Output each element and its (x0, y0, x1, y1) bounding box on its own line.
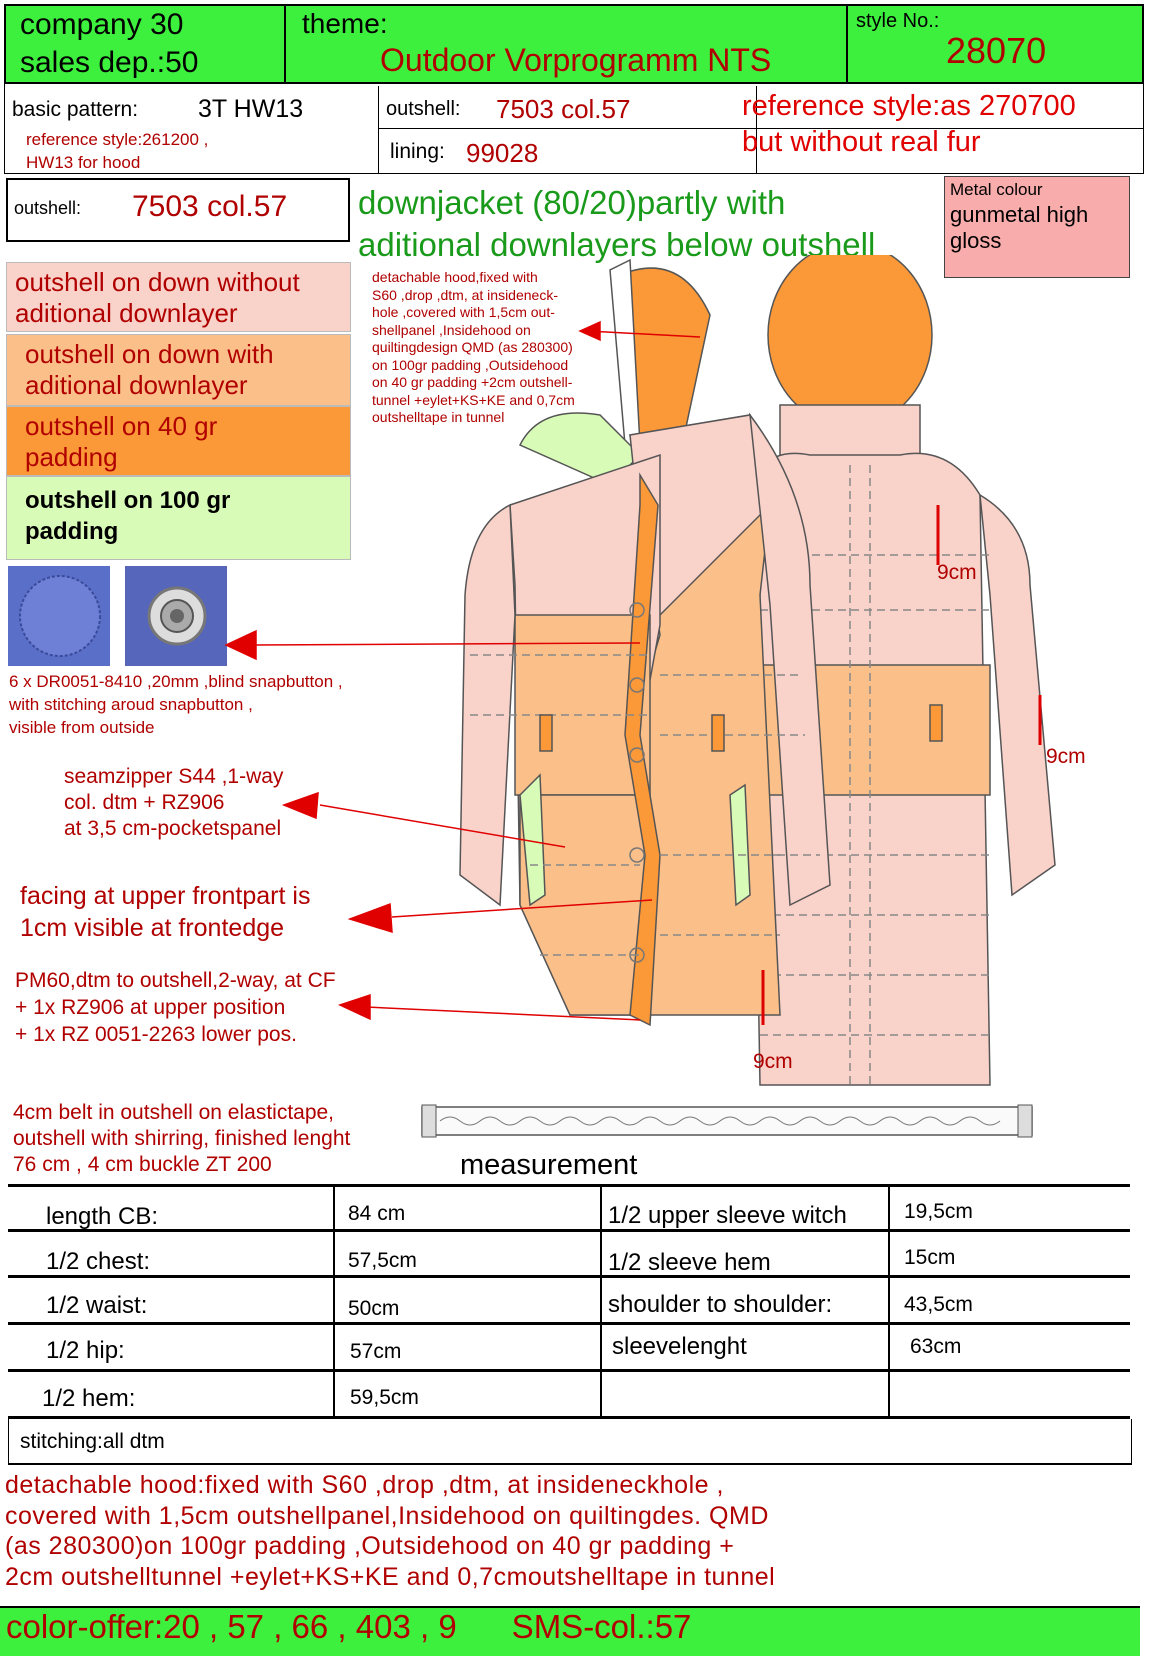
hood-note: detachable hood,fixed with S60 ,drop ,dt… (372, 269, 575, 425)
measure-label-chest: 1/2 chest: (46, 1248, 151, 1275)
outshell-box-value: 7503 col.57 (132, 190, 288, 223)
measure-label-sleevelength: sleevelenght (612, 1333, 747, 1360)
header-company-cell (4, 4, 286, 84)
info-row-border (4, 84, 1144, 174)
legend-item-1: outshell on down without aditional downl… (6, 262, 351, 332)
legend-item-1-line-2: aditional downlayer (15, 298, 238, 328)
measure-label-hem: 1/2 hem: (42, 1385, 136, 1412)
stitching-row (8, 1419, 1132, 1465)
dimension-front-hem: 9cm (753, 1050, 793, 1073)
color-offer-text: color-offer:20 , 57 , 66 , 403 , 9 SMS-c… (6, 1608, 692, 1645)
measure-value-sleevelength: 63cm (910, 1335, 962, 1358)
basic-pattern-value: 3T HW13 (198, 95, 304, 123)
reference-style-right-1: reference style:as 270700 (742, 90, 1076, 122)
facing-note: facing at upper frontpart is 1cm visible… (20, 882, 311, 942)
outshell-box-label: outshell: (14, 198, 82, 218)
footer-hood-note: detachable hood:fixed with S60 ,drop ,dt… (5, 1471, 776, 1591)
company-text: company 30 (20, 8, 184, 41)
metal-colour-title: Metal colour (950, 180, 1043, 199)
reference-style-left-2: HW13 for hood (26, 153, 141, 172)
snapbutton-photo-front (125, 566, 227, 666)
header-style-cell (846, 4, 1144, 84)
measurement-title: measurement (460, 1149, 638, 1181)
metal-colour-box (944, 176, 1130, 278)
legend-item-3-line-2: padding (25, 442, 118, 472)
measure-value-upper-sleeve: 19,5cm (904, 1200, 973, 1223)
measure-value-hip: 57cm (350, 1340, 402, 1363)
pm60-note: PM60,dtm to outshell,2-way, at CF + 1x R… (15, 969, 336, 1046)
measure-value-sleeve-hem: 15cm (904, 1246, 956, 1269)
stitching-text: stitching:all dtm (20, 1430, 165, 1453)
legend-item-1-line-1: outshell on down without (15, 267, 300, 297)
measure-line-3 (8, 1322, 1130, 1325)
measure-col-2 (600, 1186, 602, 1416)
sales-dep-text: sales dep.:50 (20, 46, 199, 79)
measure-label-shoulder: shoulder to shoulder: (608, 1291, 833, 1318)
metal-colour-line-1: gunmetal high (950, 202, 1089, 227)
outshell-box (6, 178, 350, 242)
lining-label: lining: (390, 140, 445, 163)
legend-item-2-line-2: aditional downlayer (25, 370, 248, 400)
reference-style-left-1: reference style:261200 , (26, 130, 209, 149)
measure-line-1 (8, 1229, 1130, 1232)
seamzipper-note: seamzipper S44 ,1-way col. dtm + RZ906 a… (64, 765, 284, 840)
info-divider-1 (378, 86, 379, 174)
measure-label-upper-sleeve: 1/2 upper sleeve witch (608, 1202, 847, 1229)
measure-value-shoulder: 43,5cm (904, 1293, 973, 1316)
measure-label-hip: 1/2 hip: (46, 1337, 125, 1364)
measure-col-1 (333, 1186, 335, 1416)
outshell-label-info: outshell: (386, 98, 461, 120)
style-number: 28070 (946, 30, 1047, 71)
legend-item-4-line-1: outshell on 100 gr (25, 487, 231, 514)
measure-label-waist: 1/2 waist: (46, 1292, 148, 1319)
legend-item-4-line-2: padding (25, 518, 119, 545)
belt-sketch (421, 1104, 1033, 1138)
measure-label-sleeve-hem: 1/2 sleeve hem (608, 1249, 771, 1276)
measure-col-3 (888, 1186, 890, 1416)
measure-line-5 (8, 1416, 1130, 1419)
measure-line-2 (8, 1275, 1130, 1278)
legend-item-2: outshell on down with aditional downlaye… (6, 334, 351, 406)
lining-value: 99028 (466, 138, 539, 168)
metal-colour-line-2: gloss (950, 228, 1002, 253)
color-offer-bar (0, 1606, 1140, 1656)
legend-item-3-line-1: outshell on 40 gr (25, 411, 218, 441)
measure-value-chest: 57,5cm (348, 1249, 417, 1272)
measure-label-length-cb: length CB: (46, 1203, 159, 1230)
measure-value-waist: 50cm (348, 1297, 400, 1320)
info-row-separator (378, 128, 1144, 129)
reference-style-right-2: but without real fur (742, 126, 981, 158)
measure-line-0 (8, 1184, 1130, 1187)
theme-label: theme: (302, 8, 388, 39)
measure-value-hem: 59,5cm (350, 1386, 419, 1409)
snapbutton-photo-back (8, 566, 110, 666)
legend-item-3: outshell on 40 gr padding (6, 406, 351, 476)
theme-value: Outdoor Vorprogramm NTS (380, 42, 772, 78)
dimension-back-upper: 9cm (937, 561, 977, 584)
description-line-1: downjacket (80/20)partly with (358, 184, 786, 221)
outshell-value-info: 7503 col.57 (496, 94, 631, 124)
measure-value-length-cb: 84 cm (348, 1202, 406, 1225)
legend-item-2-line-1: outshell on down with (25, 339, 274, 369)
style-label: style No.: (856, 10, 940, 32)
basic-pattern-label: basic pattern: (12, 98, 139, 121)
header-theme-cell (284, 4, 848, 84)
snapbutton-note: 6 x DR0051-8410 ,20mm ,blind snapbutton … (9, 672, 343, 737)
dimension-back-side: 9cm (1046, 745, 1086, 768)
measure-line-4 (8, 1369, 1130, 1372)
info-divider-2 (756, 86, 757, 174)
description-line-2: aditional downlayers below outshell (358, 226, 876, 263)
legend-item-4: outshell on 100 gr padding (6, 476, 351, 560)
belt-note: 4cm belt in outshell on elastictape, out… (13, 1101, 351, 1176)
